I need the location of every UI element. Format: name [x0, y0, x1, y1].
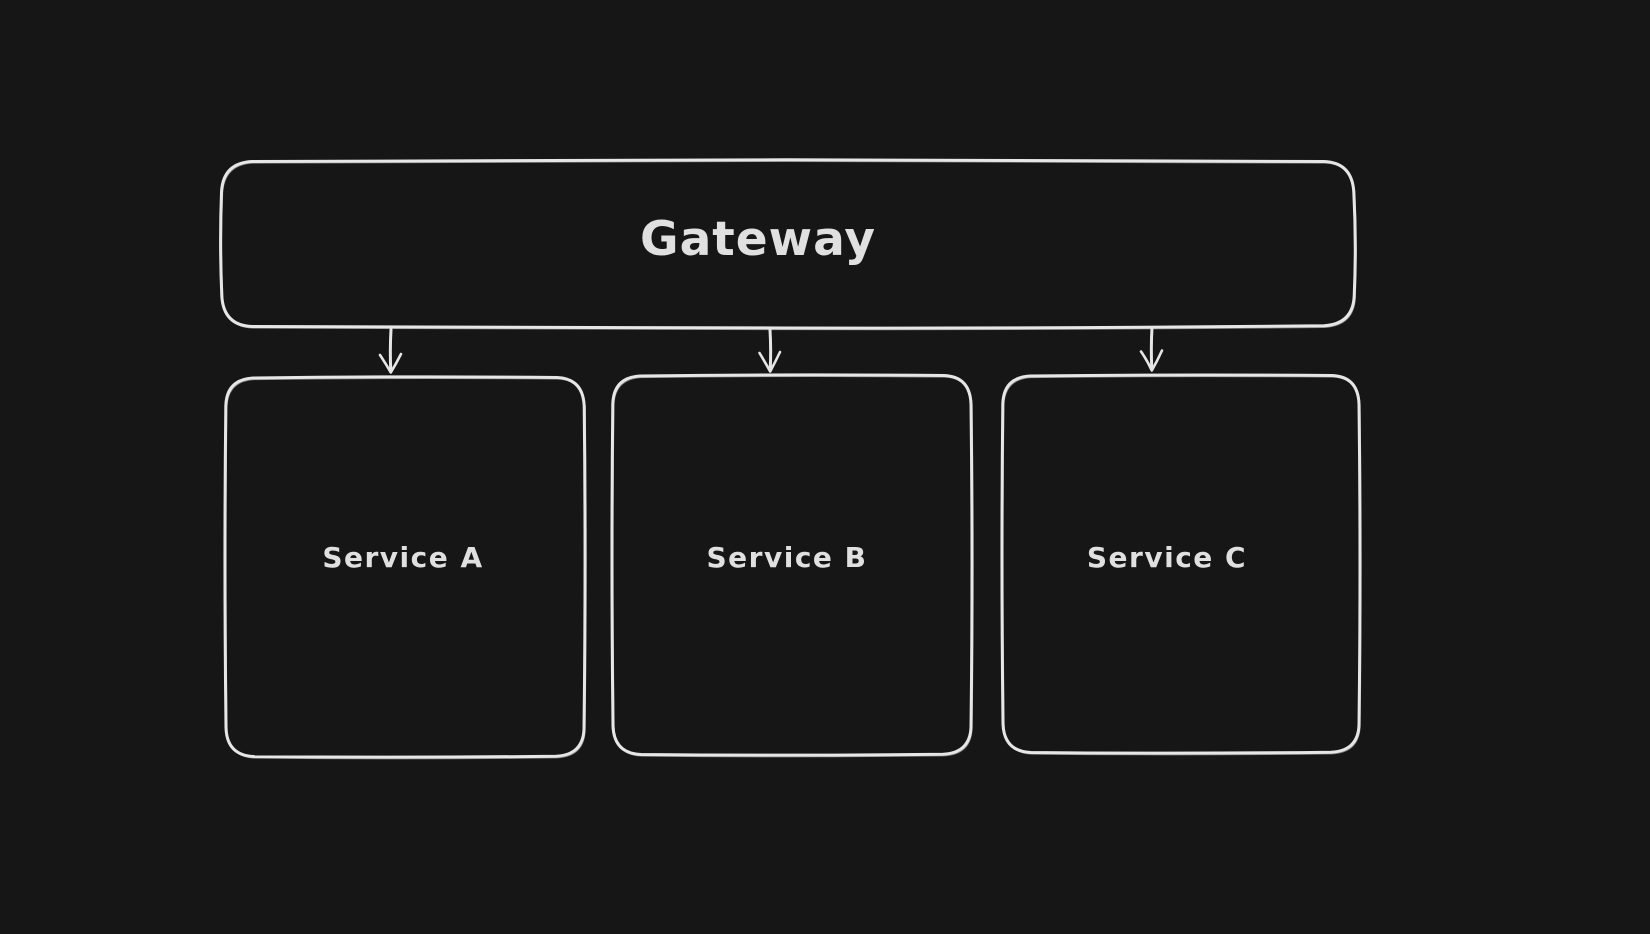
node-label-gateway: Gateway: [640, 212, 876, 267]
node-label-service-a: Service A: [322, 541, 483, 574]
node-service-c[interactable]: Service C: [1000, 373, 1362, 756]
arrow-b-line: [768, 328, 773, 372]
gateway-box-sketch-echo: [220, 160, 1357, 331]
service-c-box[interactable]: [1000, 373, 1362, 755]
arrow-b-head: [758, 350, 782, 373]
node-service-b[interactable]: Service B: [610, 373, 974, 758]
service-c-box-sketch-echo: [1002, 375, 1362, 756]
arrow-gateway-to-service-c[interactable]: [1139, 326, 1164, 372]
arrow-c-head: [1139, 349, 1164, 372]
node-label-service-c: Service C: [1087, 541, 1247, 574]
arrow-gateway-to-service-b[interactable]: [758, 328, 782, 373]
arrow-gateway-to-service-a[interactable]: [378, 328, 403, 374]
arrow-c-line: [1149, 326, 1154, 371]
arrow-a-line: [388, 328, 393, 373]
node-label-service-b: Service B: [707, 541, 868, 574]
node-gateway[interactable]: Gateway: [219, 158, 1357, 331]
service-b-box-sketch-echo: [612, 375, 974, 758]
arrow-a-head: [378, 352, 403, 374]
node-service-a[interactable]: Service A: [223, 375, 587, 760]
service-a-box-sketch-echo: [225, 377, 587, 760]
service-b-box[interactable]: [610, 373, 974, 757]
service-a-box[interactable]: [223, 375, 587, 759]
